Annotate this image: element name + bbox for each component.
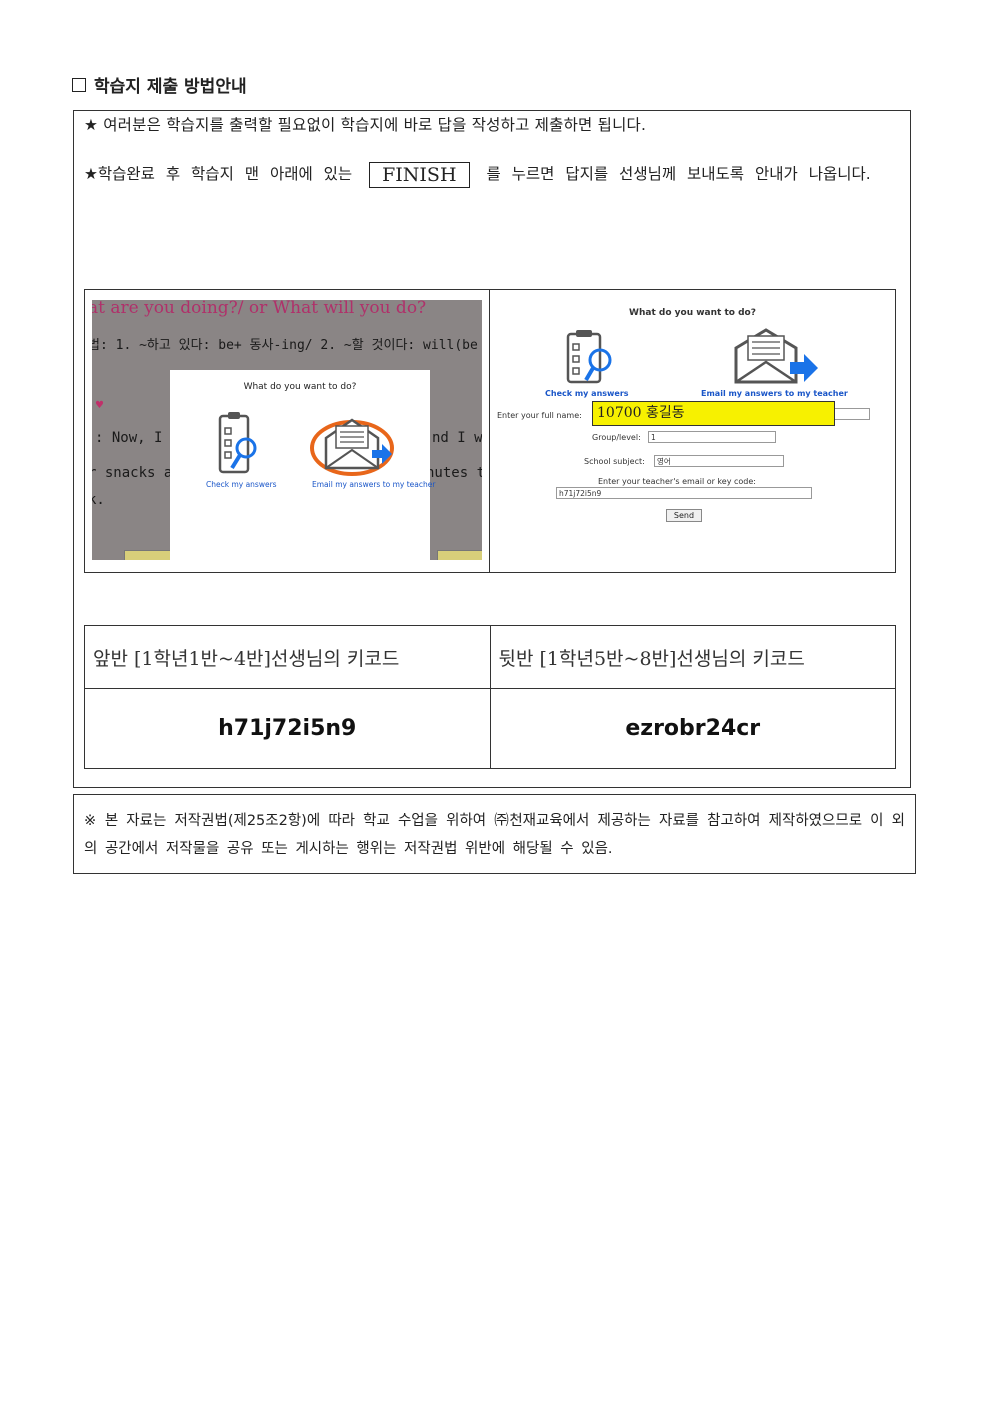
bg-text-5: k. xyxy=(92,492,105,508)
check-answers-option[interactable]: Check my answers xyxy=(545,389,629,398)
bg-button-shape-2 xyxy=(437,550,482,560)
keycode-table: 앞반 [1학년1반~4반]선생님의 키코드 뒷반 [1학년5반~8반]선생님의 … xyxy=(84,625,896,769)
instruction-line-2-after: 를 누르면 답지를 선생님께 보내도록 안내가 나옵니다. xyxy=(486,165,871,183)
bg-text-3: : Now, I xyxy=(95,430,163,446)
left-screenshot-cell: at are you doing?/ or What will you do? … xyxy=(85,290,490,572)
keycode-header-row: 앞반 [1학년1반~4반]선생님의 키코드 뒷반 [1학년5반~8반]선생님의 … xyxy=(84,625,896,689)
screenshot-table: at are you doing?/ or What will you do? … xyxy=(84,289,896,573)
name-input[interactable]: 10700 홍길동 xyxy=(592,401,835,426)
email-teacher-option[interactable]: Email my answers to my teacher xyxy=(701,389,848,398)
check-answers-option[interactable]: Check my answers xyxy=(206,480,277,489)
instruction-line-2-before: ★학습완료 후 학습지 맨 아래에 있는 xyxy=(84,165,353,183)
instruction-line-1: ★ 여러분은 학습지를 출력할 필요없이 학습지에 바로 답을 작성하고 제출하… xyxy=(84,116,647,134)
key-input[interactable]: h71j72i5n9 xyxy=(556,487,812,499)
back-class-header: 뒷반 [1학년5반~8반]선생님의 키코드 xyxy=(489,625,896,689)
email-envelope-icon xyxy=(734,328,818,384)
keycode-value-row: h71j72i5n9 ezrobr24cr xyxy=(84,688,896,769)
bg-text-3b: nd I will xyxy=(432,430,482,446)
key-label: Enter your teacher's email or key code: xyxy=(598,477,756,486)
instruction-line-2: ★학습완료 후 학습지 맨 아래에 있는 FINISH 를 누르면 답지를 선생… xyxy=(84,161,904,188)
form-title: What do you want to do? xyxy=(629,308,756,318)
subject-label: School subject: xyxy=(584,457,645,466)
heading-text: 학습지 제출 방법안내 xyxy=(94,77,247,97)
bg-grammar-text: 법: 1. ~하고 있다: be+ 동사-ing/ 2. ~할 것이다: wil… xyxy=(92,338,482,353)
email-teacher-option[interactable]: Email my answers to my teacher xyxy=(312,480,436,489)
instructions-box: ★ 여러분은 학습지를 출력할 필요없이 학습지에 바로 답을 작성하고 제출하… xyxy=(73,110,911,788)
group-label: Group/level: xyxy=(592,433,641,442)
group-input[interactable]: 1 xyxy=(648,431,776,443)
checkbox-icon xyxy=(72,77,86,92)
front-class-keycode: h71j72i5n9 xyxy=(84,688,491,769)
subject-input[interactable]: 영어 xyxy=(654,455,784,467)
copyright-notice: ※ 본 자료는 저작권법(제25조2항)에 따라 학교 수업을 위하여 ㈜천재교… xyxy=(73,794,916,874)
bg-text-4b: nutes thre xyxy=(426,465,482,481)
clipboard-search-icon xyxy=(566,330,612,384)
finish-button-sample: FINISH xyxy=(369,161,470,188)
bg-title-text: at are you doing?/ or What will you do? xyxy=(92,300,427,318)
bg-text-4: r snacks af xyxy=(92,465,181,481)
email-envelope-icon xyxy=(310,418,394,476)
front-class-header: 앞반 [1학년1반~4반]선생님의 키코드 xyxy=(84,625,491,689)
choice-dialog: What do you want to do? Check my answers xyxy=(170,370,435,560)
send-button[interactable]: Send xyxy=(666,509,702,522)
clipboard-search-icon xyxy=(218,412,257,474)
right-screenshot-cell: What do you want to do? Check my answers xyxy=(490,290,895,572)
heart-icon: ♥ xyxy=(95,400,104,411)
section-heading: 학습지 제출 방법안내 xyxy=(72,72,247,97)
dialog-title: What do you want to do? xyxy=(243,382,357,392)
name-label: Enter your full name: xyxy=(497,411,582,420)
worksheet-background-image: at are you doing?/ or What will you do? … xyxy=(92,300,482,560)
back-class-keycode: ezrobr24cr xyxy=(489,688,896,769)
